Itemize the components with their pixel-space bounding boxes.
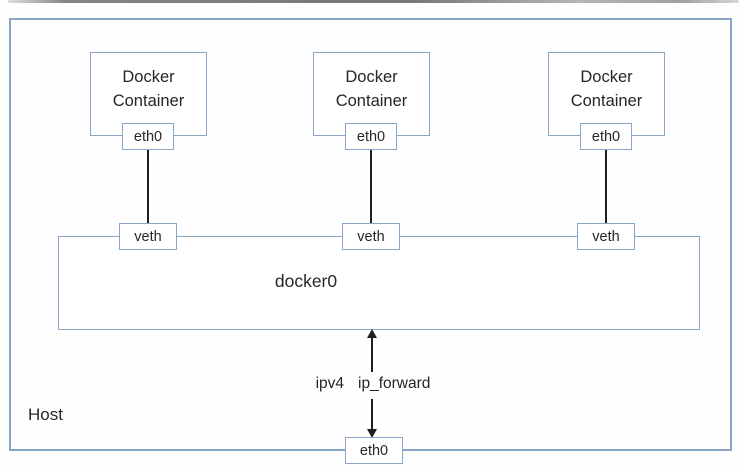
container-eth0-label: eth0: [591, 128, 621, 145]
docker-container-box-3: Docker Container: [548, 52, 665, 136]
veth-label: veth: [134, 228, 162, 245]
container-eth0-label: eth0: [133, 128, 163, 145]
docker-container-title: Docker Container: [335, 68, 408, 110]
docker-container-title: Docker Container: [112, 68, 185, 110]
docker-container-title: Docker Container: [570, 68, 643, 110]
veth-box-2: veth: [342, 223, 400, 250]
arrow-up-head: [367, 329, 377, 338]
veth-label: veth: [592, 228, 620, 245]
veth-box-3: veth: [577, 223, 635, 250]
container-eth0-box-1: eth0: [122, 123, 174, 150]
docker0-bridge-box: [58, 236, 700, 330]
arrow-down-head: [367, 429, 377, 438]
veth-box-1: veth: [119, 223, 177, 250]
ip-forward-text: ip_forward: [358, 375, 431, 392]
container-eth0-label: eth0: [356, 128, 386, 145]
ip-forward-label: ipv4 ip_forward: [273, 375, 473, 393]
arrow-down-shaft: [371, 399, 373, 431]
container-eth0-box-2: eth0: [345, 123, 397, 150]
eth0-veth-link-3: [605, 150, 607, 224]
host-label: Host: [28, 405, 63, 424]
host-eth0-label: eth0: [359, 442, 389, 459]
arrow-up-shaft: [371, 334, 373, 372]
ipv4-text: ipv4: [315, 375, 345, 392]
docker0-label: docker0: [274, 271, 338, 291]
docker-container-box-2: Docker Container: [313, 52, 430, 136]
eth0-veth-link-2: [370, 150, 372, 224]
top-edge-artifact: [8, 0, 739, 3]
veth-label: veth: [357, 228, 385, 245]
container-eth0-box-3: eth0: [580, 123, 632, 150]
eth0-veth-link-1: [147, 150, 149, 224]
host-eth0-box: eth0: [345, 437, 403, 464]
